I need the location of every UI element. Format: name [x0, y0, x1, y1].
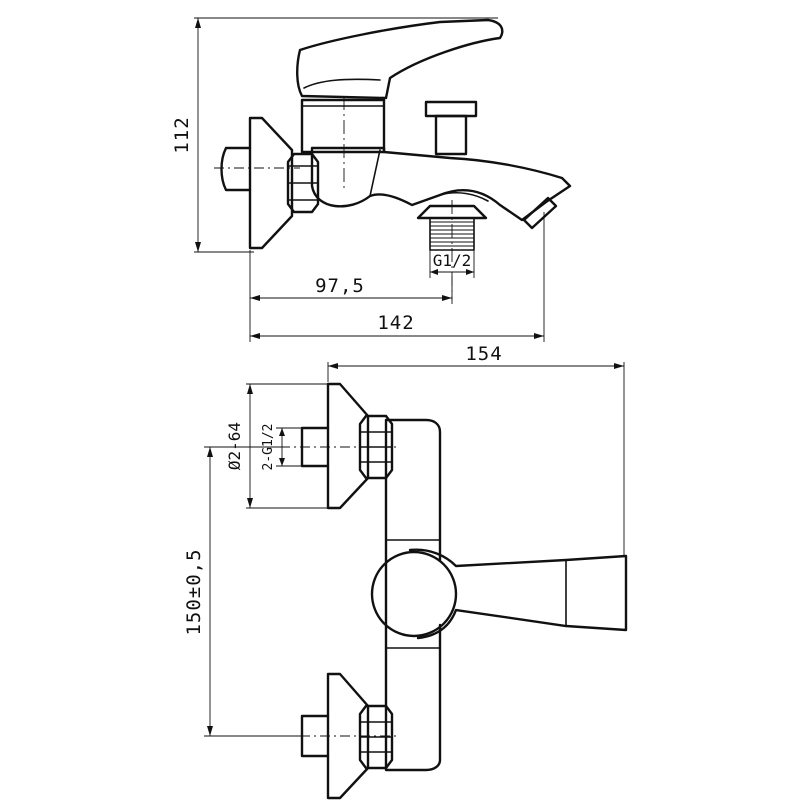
diverter-knob-stem	[434, 114, 468, 156]
centers-dim-label: 150±0,5	[183, 548, 205, 635]
flange-dia-label: Ø2-64	[225, 422, 244, 470]
hex-nut-top	[358, 414, 394, 480]
spout-body	[310, 146, 572, 222]
spout-inner	[369, 149, 381, 197]
cartridge-body	[300, 98, 386, 154]
width-dim-label: 154	[465, 343, 502, 365]
lever-handle-side	[296, 18, 504, 100]
side-view: G1/2 112 97,5 142	[171, 17, 572, 342]
hex-nut-bottom	[358, 704, 394, 770]
outlet-thread	[429, 217, 475, 251]
height-dim-label: 112	[171, 116, 193, 153]
cartridge-round	[370, 550, 458, 638]
outlet-thread-label: G1/2	[433, 251, 472, 270]
main-body-front	[384, 418, 442, 772]
front-view: 154 Ø2-64	[183, 343, 628, 800]
depth-dim-label: 142	[377, 312, 414, 334]
wall-flange-side	[248, 116, 294, 250]
outlet-offset-label: 97,5	[315, 275, 365, 297]
aerator	[522, 196, 558, 230]
hex-nut-side	[286, 152, 320, 214]
inlet-pipe-side	[220, 146, 252, 192]
lever-front	[408, 548, 628, 640]
flange-top	[326, 382, 370, 510]
diverter-knob-cap	[424, 100, 478, 118]
handle-inner-line	[303, 78, 381, 89]
